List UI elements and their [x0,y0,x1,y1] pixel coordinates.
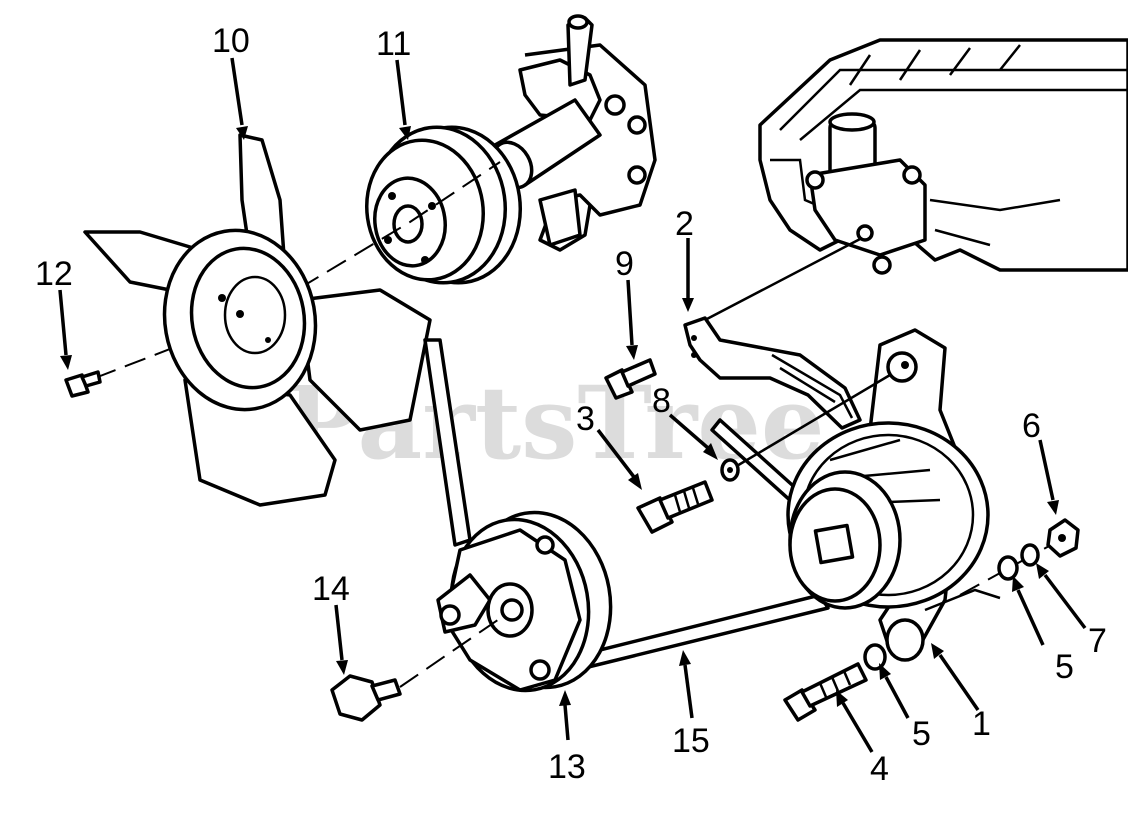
callout-14: 14 [312,570,350,608]
fan-bolt [64,370,102,398]
callout-2: 2 [675,205,694,243]
cooling-fan [83,133,432,507]
lock-washer-7 [1020,543,1040,567]
bolt-9 [604,358,657,400]
callout-3: 3 [576,400,595,438]
callout-6: 6 [1022,407,1041,445]
bolt-3 [636,480,714,534]
callout-9: 9 [615,245,634,283]
water-pump-pulley [364,125,523,285]
adjusting-bracket [683,316,862,430]
callout-8: 8 [652,382,671,420]
bracket-mount-line [704,236,863,322]
alternator-axis-line [959,539,1061,596]
pivot-axis-line [729,373,891,472]
alternator [786,328,1001,662]
crank-bolt [330,614,506,722]
callout-7: 7 [1088,622,1107,660]
washer-5-lower [863,643,887,671]
callout-15: 15 [672,722,710,760]
callout-1: 1 [972,705,991,743]
callout-10: 10 [212,22,250,60]
callout-arrows [58,57,1087,753]
callout-13: 13 [548,748,586,786]
callout-5-lower: 5 [912,715,931,753]
crankshaft-pulley [436,510,613,693]
callout-labels: 10 11 12 2 9 8 3 6 14 5 7 5 1 4 15 13 [35,22,1107,788]
bolt-4 [783,662,868,722]
callout-12: 12 [35,255,73,293]
callout-11: 11 [376,25,411,63]
callout-4: 4 [870,750,889,788]
engine-block [758,38,1128,275]
washer-5-upper [997,555,1019,581]
callout-5-upper: 5 [1055,648,1074,686]
